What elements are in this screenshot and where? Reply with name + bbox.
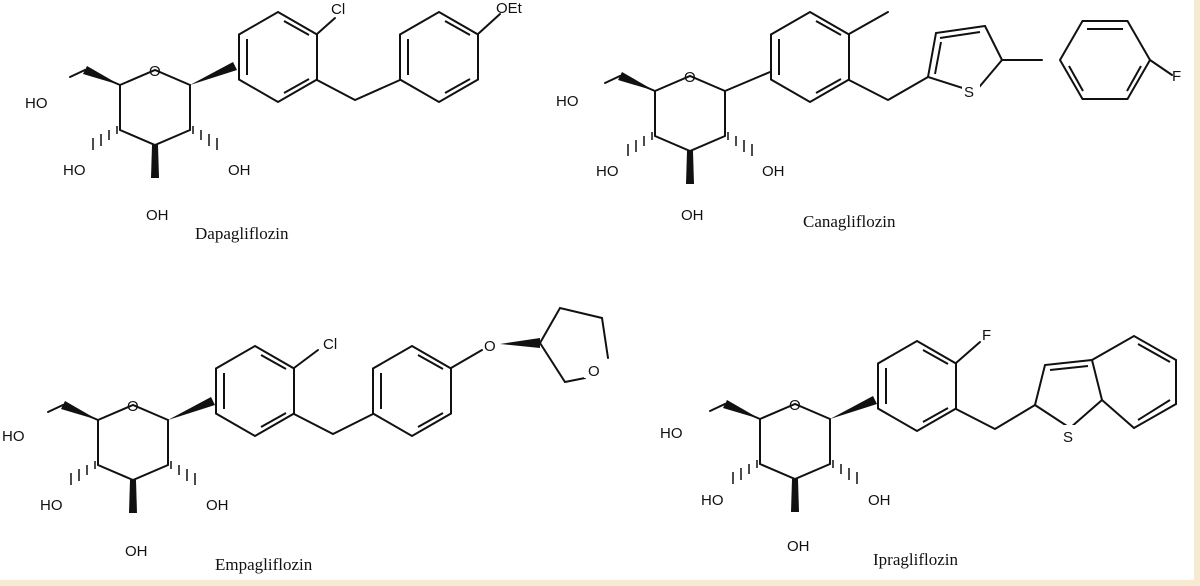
cana-ho-ch2: HO xyxy=(556,93,579,110)
ipra-oh-right: OH xyxy=(868,492,891,509)
ipra-ho-left: HO xyxy=(701,492,724,509)
dapa-oh-right: OH xyxy=(228,162,251,179)
ipragliflozin-structure: O HO HO OH OH F S Ipragliflozin xyxy=(660,327,1177,569)
empa-ho-left: HO xyxy=(40,497,63,514)
ipra-ho-ch2: HO xyxy=(660,425,683,442)
canagliflozin-glucose: O xyxy=(604,69,771,185)
ipra-central-ring xyxy=(877,340,957,432)
dapa-central-ring xyxy=(238,11,318,103)
cana-fluoro: F xyxy=(1172,68,1181,85)
ipra-sulfur: S xyxy=(1063,429,1073,446)
canagliflozin-structure: O HO HO OH OH S F Canagliflozin xyxy=(556,11,1181,231)
cana-fluorophenyl-ring xyxy=(1059,20,1151,100)
dapa-ethoxy: OEt xyxy=(496,0,523,17)
cana-central-ring xyxy=(770,11,850,103)
empa-oh-right: OH xyxy=(206,497,229,514)
empagliflozin-glucose: O xyxy=(47,397,215,514)
empagliflozin-structure: O HO HO OH OH Cl O O Empagliflozin xyxy=(2,306,609,574)
empagliflozin-label: Empagliflozin xyxy=(215,555,313,574)
empa-central-ring xyxy=(215,345,295,437)
dapa-oh-bottom: OH xyxy=(146,207,169,224)
dapa-chloro: Cl xyxy=(331,1,345,18)
empa-distal-ring xyxy=(372,345,452,437)
dapagliflozin-label: Dapagliflozin xyxy=(195,224,289,243)
ipra-benzothiophene: S xyxy=(1033,334,1177,446)
cana-thiophene: S xyxy=(926,24,1004,101)
ipra-oh-bottom: OH xyxy=(787,538,810,555)
empa-ho-ch2: HO xyxy=(2,428,25,445)
empa-oh-bottom: OH xyxy=(125,543,148,560)
dapa-distal-ring xyxy=(399,11,479,103)
cana-oh-bottom: OH xyxy=(681,207,704,224)
dapa-ho-ch2: HO xyxy=(25,95,48,112)
cana-ho-left: HO xyxy=(596,163,619,180)
dapagliflozin-glucose: O xyxy=(69,62,237,179)
empa-ether-oxygen: O xyxy=(484,338,496,355)
dapa-ring-o: O xyxy=(149,63,161,80)
ipragliflozin-label: Ipragliflozin xyxy=(873,550,958,569)
empa-chloro: Cl xyxy=(323,336,337,353)
ipragliflozin-glucose: O xyxy=(709,396,877,513)
canagliflozin-label: Canagliflozin xyxy=(803,212,896,231)
dapa-ho-left: HO xyxy=(63,162,86,179)
cana-oh-right: OH xyxy=(762,163,785,180)
cana-ring-o: O xyxy=(684,69,696,86)
empa-ring-o: O xyxy=(127,398,139,415)
ipra-ring-o: O xyxy=(789,397,801,414)
dapagliflozin-structure: O HO HO OH OH Cl OEt Dapagliflozin xyxy=(25,0,523,243)
empa-ring-oxygen: O xyxy=(588,363,600,380)
empa-thf-ring: O xyxy=(539,306,609,384)
ipra-fluoro: F xyxy=(982,327,991,344)
cana-sulfur: S xyxy=(964,84,974,101)
